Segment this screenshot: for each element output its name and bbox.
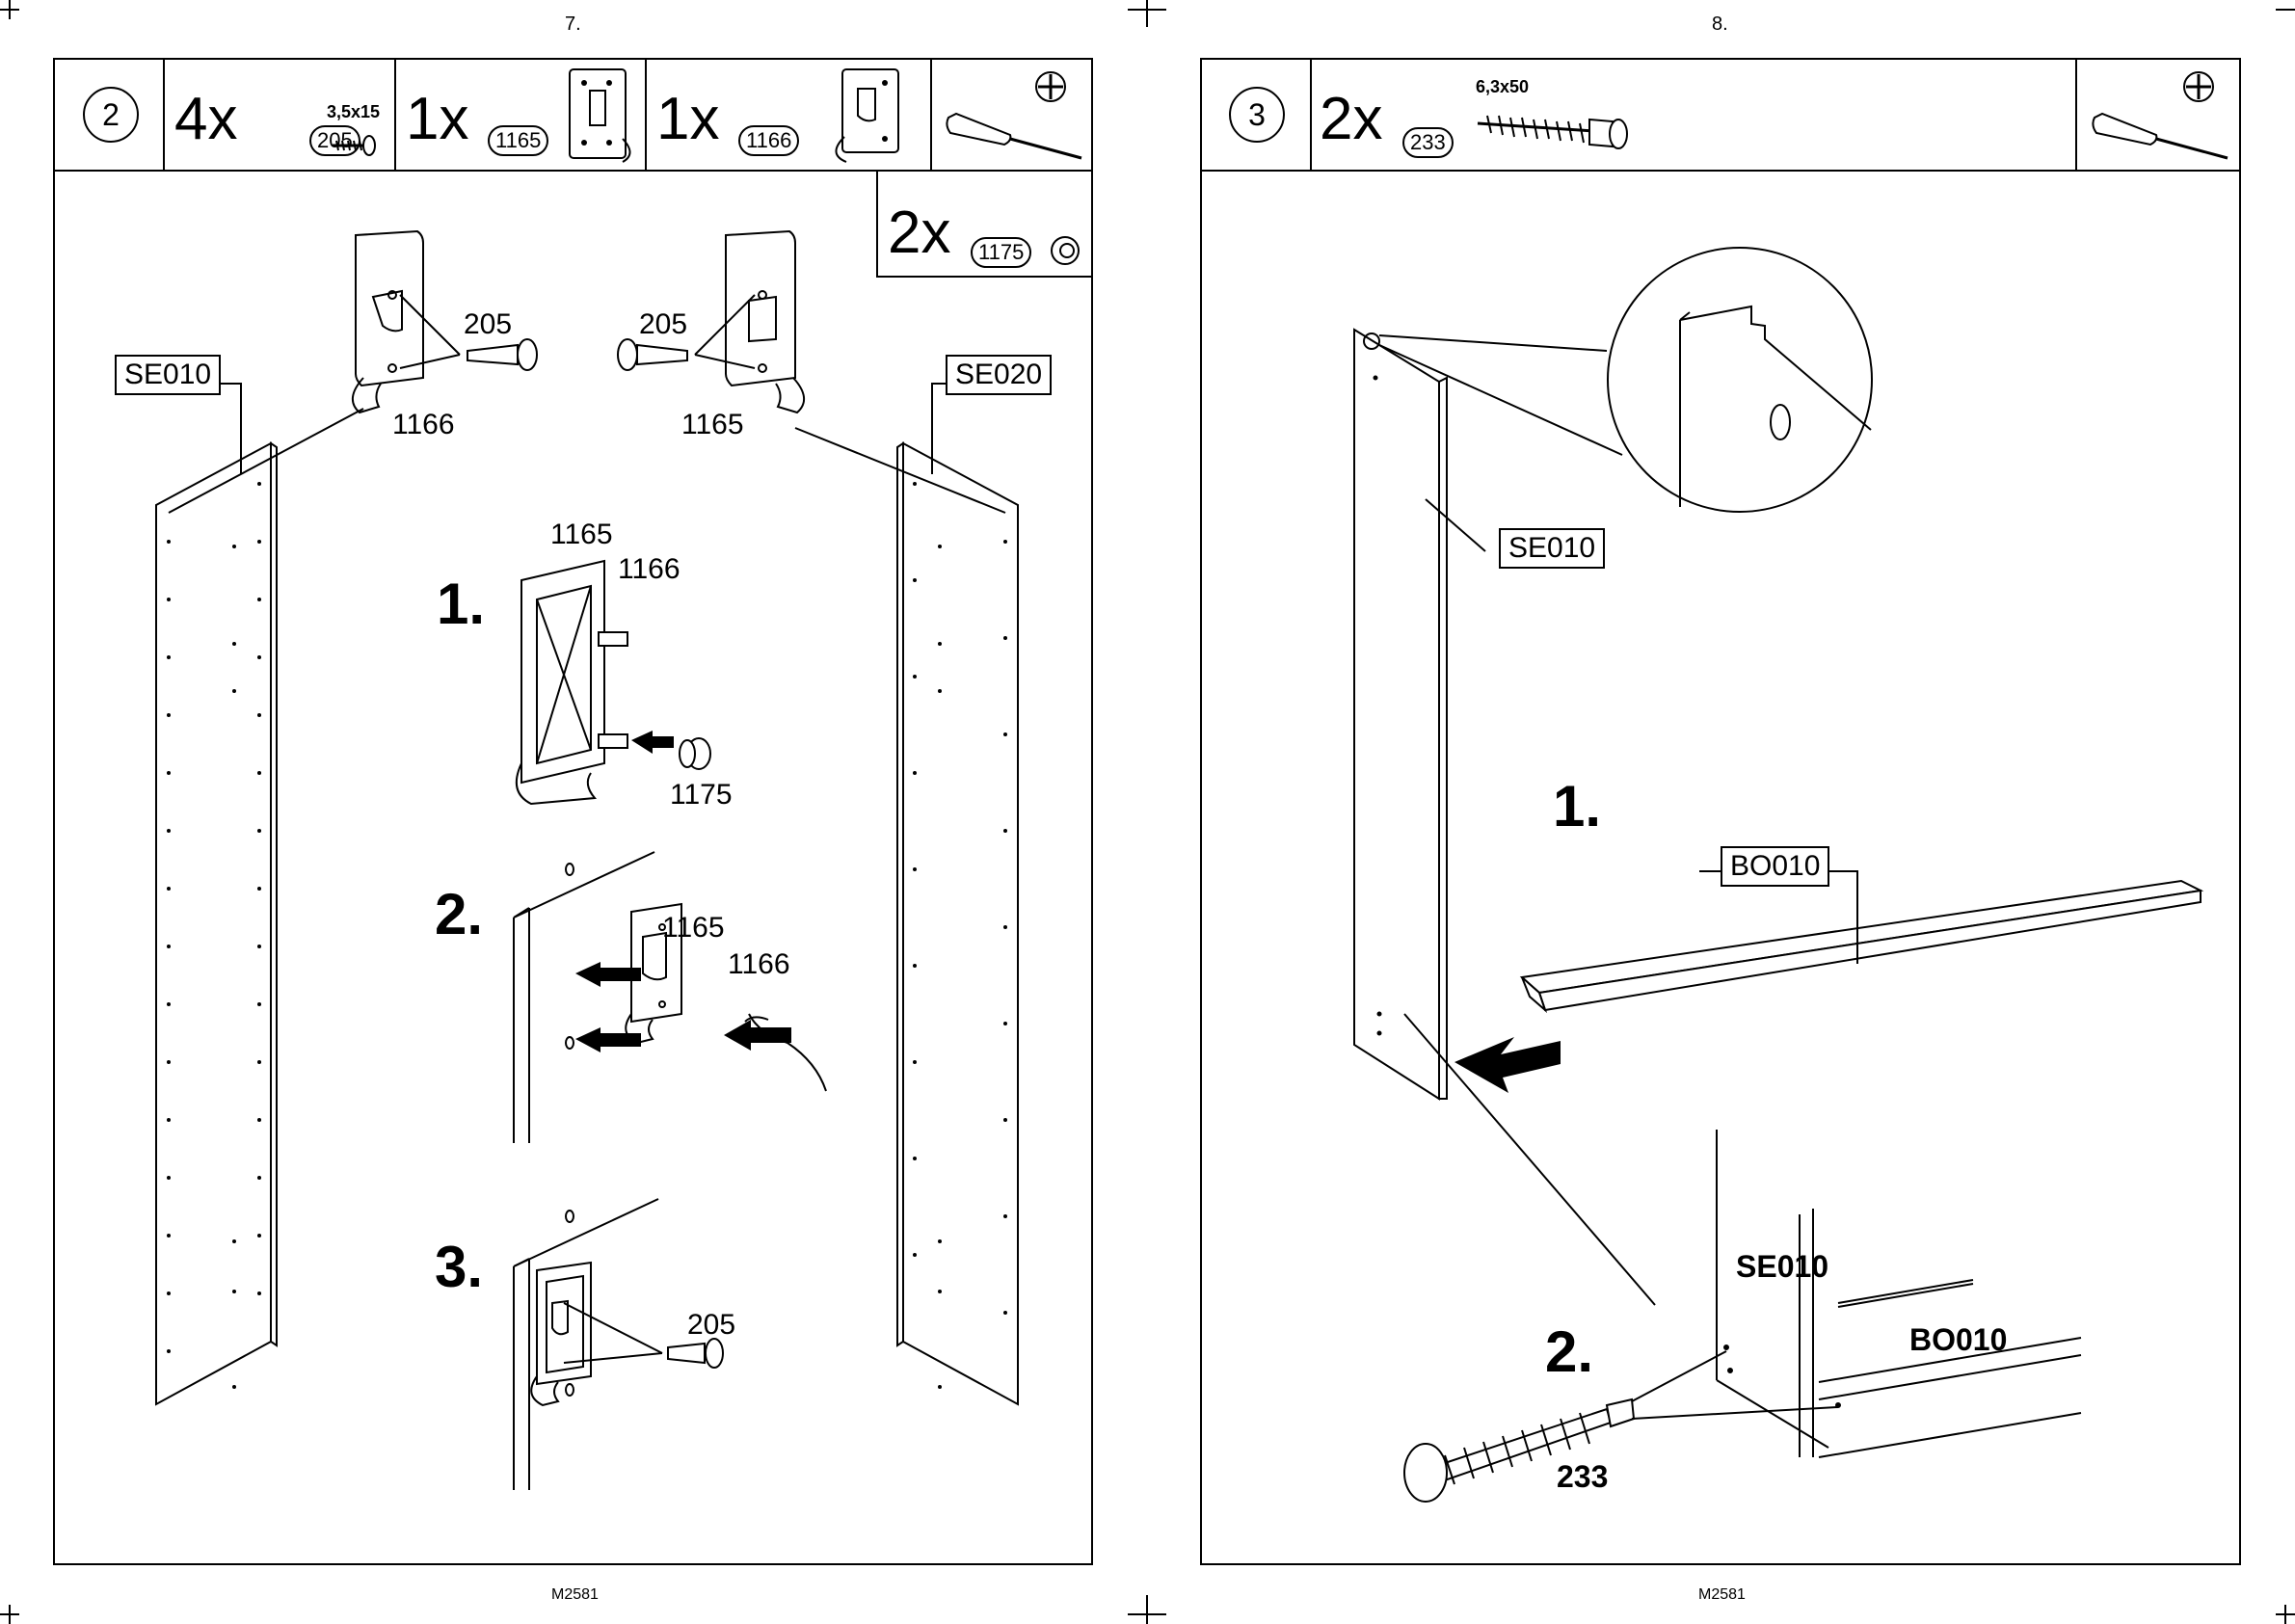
bracket-label-1166: 1166 <box>392 409 455 441</box>
substep-3: 3. <box>435 1234 483 1300</box>
panel-label-se020: SE020 <box>946 355 1052 395</box>
substep2-label-1165: 1165 <box>662 912 725 945</box>
detail-label-bo010: BO010 <box>1909 1322 2007 1358</box>
right-step-frame: 3 2x 233 6,3x50 <box>1200 58 2241 1565</box>
substep1-label-1166: 1166 <box>618 553 680 586</box>
substep1-label-1165: 1165 <box>550 519 613 551</box>
substep-2: 2. <box>435 881 483 947</box>
left-illustration <box>55 60 1095 1567</box>
screw-label-233: 233 <box>1557 1459 1608 1495</box>
shelf-label-bo010: BO010 <box>1721 846 1829 887</box>
substep-2-right: 2. <box>1545 1318 1593 1385</box>
substep-1: 1. <box>437 571 485 637</box>
panel-label-se010-right: SE010 <box>1499 528 1605 569</box>
substep3-label-205: 205 <box>687 1309 735 1342</box>
detail-label-se010: SE010 <box>1736 1249 1828 1285</box>
substep-1-right: 1. <box>1553 773 1601 839</box>
right-illustration <box>1202 60 2243 1567</box>
substep1-label-1175: 1175 <box>670 779 733 812</box>
bracket-label-1165: 1165 <box>681 409 744 441</box>
left-step-frame: 2 4x 205 3,5x15 1x 1165 1x <box>53 58 1093 1565</box>
screw-label-right: 205 <box>639 308 687 341</box>
screw-label-left: 205 <box>464 308 512 341</box>
substep2-label-1166: 1166 <box>728 948 790 981</box>
panel-label-se010: SE010 <box>115 355 221 395</box>
